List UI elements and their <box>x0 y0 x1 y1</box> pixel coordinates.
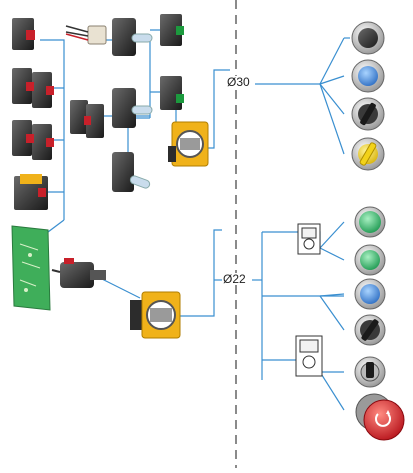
mounting-collar-lower <box>130 292 180 338</box>
head-22-emergency-stop <box>356 394 404 440</box>
head-22-green-flush <box>355 207 385 237</box>
head-30-blue <box>352 60 384 92</box>
light-block-1 <box>112 18 152 56</box>
contact-block-green-1 <box>160 14 184 46</box>
wire-connector <box>66 26 106 44</box>
head-22-key <box>355 357 385 387</box>
contact-block-double-1 <box>12 68 54 108</box>
legend-plate-large <box>296 336 322 376</box>
contact-block-top <box>12 18 35 50</box>
contact-block-green-2 <box>160 76 184 110</box>
diameter-label-30: Ø30 <box>226 76 251 88</box>
head-22-green-raised <box>355 245 385 275</box>
head-30-yellow-selector <box>352 138 384 170</box>
head-22-selector <box>355 315 385 345</box>
contact-block-double-2 <box>12 120 54 160</box>
light-block-2 <box>112 88 152 128</box>
light-block-3 <box>112 152 151 192</box>
diameter-label-22: Ø22 <box>222 273 247 285</box>
pcb-board <box>12 226 50 310</box>
head-30-selector <box>352 98 384 130</box>
contact-block-double-3 <box>70 100 104 138</box>
legend-plate-small <box>298 224 320 254</box>
head-30-black <box>352 22 384 54</box>
mounting-collar-upper <box>168 122 208 166</box>
contact-block-yellow <box>14 174 48 210</box>
cable-adapter <box>52 258 106 288</box>
head-22-blue <box>355 279 385 309</box>
